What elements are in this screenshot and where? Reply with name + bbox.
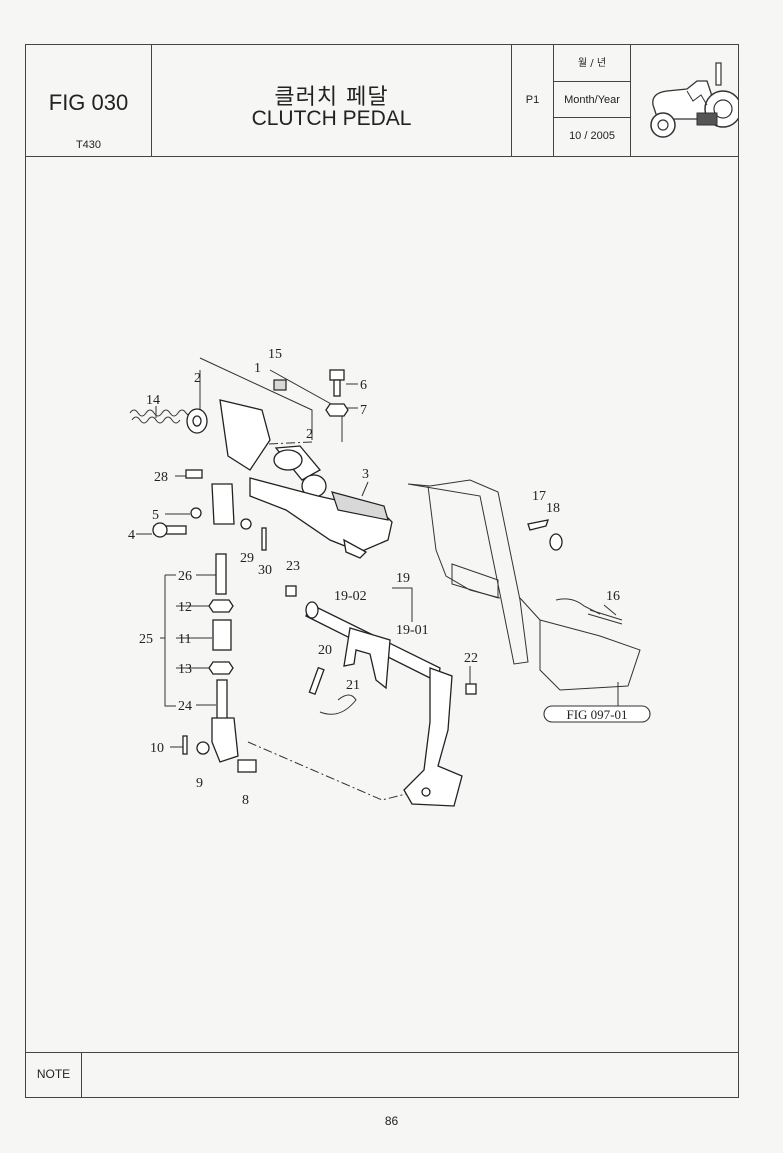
callout-28: 28 <box>154 470 168 485</box>
title-english: CLUTCH PEDAL <box>251 107 412 130</box>
callout-29: 29 <box>240 551 254 566</box>
callout-19-01: 19-01 <box>396 623 429 638</box>
callout-22: 22 <box>464 651 478 666</box>
callout-2-upper: 2 <box>194 371 201 386</box>
callout-12: 12 <box>178 600 192 615</box>
model-code: T430 <box>75 139 102 151</box>
callout-10: 10 <box>150 741 164 756</box>
date-label-english: Month/Year <box>554 82 630 118</box>
callout-25: 25 <box>139 632 153 647</box>
date-value: 10 / 2005 <box>569 130 615 142</box>
callout-16: 16 <box>606 589 620 604</box>
callout-21: 21 <box>346 678 360 693</box>
callout-19: 19 <box>396 571 410 586</box>
callout-23: 23 <box>286 559 300 574</box>
note-label: NOTE <box>26 1053 82 1097</box>
date-cell: 월 / 년 Month/Year 10 / 2005 <box>554 45 631 156</box>
callout-11: 11 <box>178 632 191 647</box>
page-id: P1 <box>525 94 540 106</box>
callout-20: 20 <box>318 643 332 658</box>
callout-26: 26 <box>178 569 192 584</box>
callout-30: 30 <box>258 563 272 578</box>
callout-8: 8 <box>242 793 249 808</box>
callout-6: 6 <box>360 378 367 393</box>
title-cell: 클러치 페달 CLUTCH PEDAL <box>152 45 512 156</box>
page-id-cell: P1 <box>512 45 554 156</box>
callout-17: 17 <box>532 489 546 504</box>
callout-3: 3 <box>362 467 369 482</box>
note-area: NOTE <box>26 1052 738 1097</box>
callout-18: 18 <box>546 501 560 516</box>
callout-7: 7 <box>360 403 367 418</box>
page-number: 86 <box>384 1114 399 1128</box>
callout-1: 1 <box>254 361 261 376</box>
callout-24: 24 <box>178 699 192 714</box>
callout-13: 13 <box>178 662 192 677</box>
figure-id: FIG 030 <box>48 90 129 115</box>
title-korean: 클러치 페달 <box>274 85 389 110</box>
sheet-header: FIG 030 T430 클러치 페달 CLUTCH PEDAL P1 월 / … <box>26 45 742 157</box>
callout-19-02: 19-02 <box>334 589 367 604</box>
callout-14: 14 <box>146 393 160 408</box>
reference-label: FIG 097-01 <box>566 707 627 722</box>
callout-15: 15 <box>268 347 282 362</box>
callout-5: 5 <box>152 508 159 523</box>
callout-4: 4 <box>128 528 135 543</box>
date-label-korean: 월 / 년 <box>554 45 630 82</box>
figure-id-cell: FIG 030 T430 <box>26 45 152 156</box>
callout-2-lower: 2 <box>306 427 313 442</box>
spring-part <box>129 409 197 424</box>
parts-sheet: FIG 030 T430 클러치 페달 CLUTCH PEDAL P1 월 / … <box>25 44 742 1098</box>
callout-9: 9 <box>196 776 203 791</box>
